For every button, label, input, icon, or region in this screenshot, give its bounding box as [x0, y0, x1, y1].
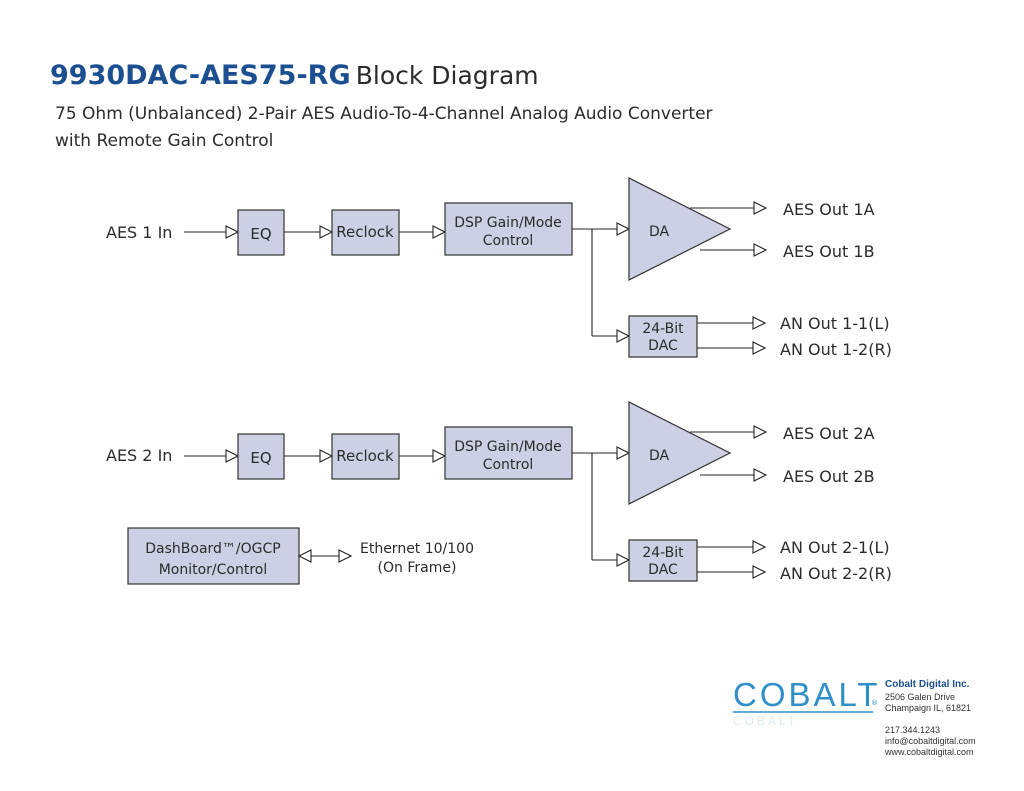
bidirectional-arrow-left	[297, 549, 312, 563]
da-amplifier-1	[628, 177, 732, 281]
da-label-2: DA	[649, 448, 670, 464]
company-email[interactable]: info@cobaltdigital.com	[885, 736, 976, 746]
reclock-block-2	[331, 433, 400, 480]
aes-out-2a-label: AES Out 2A	[783, 424, 875, 443]
dac-label-1-line2: DAC	[648, 338, 678, 354]
dac-label-1-line1: 24-Bit	[642, 321, 684, 337]
dsp-block-2	[444, 426, 573, 480]
company-website[interactable]: www.cobaltdigital.com	[885, 747, 974, 757]
an-out-1-right-label: AN Out 1-2(R)	[780, 340, 892, 359]
subtitle-line1: 75 Ohm (Unbalanced) 2-Pair AES Audio-To-…	[55, 104, 713, 124]
company-address1: 2506 Galen Drive	[885, 692, 956, 702]
chain-2: AES 2 In EQ Reclock DSP Gain/Mode Contro…	[106, 401, 892, 583]
dashboard-ogcp-block	[127, 527, 300, 585]
chain-1: AES 1 In EQ Reclock DSP Gain/Mode Contro…	[106, 177, 892, 359]
page-title: 9930DAC-AES75-RG Block Diagram	[50, 60, 539, 91]
dac-label-2-line2: DAC	[648, 562, 678, 578]
reclock-block-1	[331, 209, 400, 256]
aes-out-2b-label: AES Out 2B	[783, 467, 875, 486]
eq-label-2: EQ	[250, 449, 271, 467]
an-out-2-left-label: AN Out 2-1(L)	[780, 538, 890, 557]
bidirectional-arrow-right	[338, 549, 353, 563]
dashboard-label-line2: Monitor/Control	[159, 562, 268, 578]
dsp-label-2-line2: Control	[483, 457, 534, 473]
an-out-2-right-label: AN Out 2-2(R)	[780, 564, 892, 583]
aes1-input-label: AES 1 In	[106, 223, 172, 242]
reclock-label-1: Reclock	[336, 223, 394, 241]
da-amplifier-2	[628, 401, 732, 505]
company-address2: Champaign IL, 61821	[885, 703, 972, 713]
aes2-input-label: AES 2 In	[106, 446, 172, 465]
dsp-label-1-line1: DSP Gain/Mode	[454, 215, 562, 231]
dac-block-1	[628, 315, 698, 358]
logo-text: COBALT	[733, 676, 881, 713]
aes-out-1b-label: AES Out 1B	[783, 242, 875, 261]
dsp-label-1-line2: Control	[483, 233, 534, 249]
da-label-1: DA	[649, 224, 670, 240]
reclock-label-2: Reclock	[336, 447, 394, 465]
logo-registered-mark: ®	[871, 699, 878, 707]
title-rest: Block Diagram	[355, 61, 539, 90]
an-out-1-left-label: AN Out 1-1(L)	[780, 314, 890, 333]
dsp-label-2-line1: DSP Gain/Mode	[454, 439, 562, 455]
company-phone: 217.344.1243	[885, 725, 941, 735]
dashboard-label-line1: DashBoard™/OGCP	[145, 541, 280, 557]
subtitle-line2: with Remote Gain Control	[55, 131, 274, 151]
ethernet-label-line2: (On Frame)	[378, 560, 457, 576]
title-model: 9930DAC-AES75-RG	[50, 60, 351, 91]
eq-label-1: EQ	[250, 225, 271, 243]
control-section: DashBoard™/OGCP Monitor/Control Ethernet…	[127, 527, 474, 585]
dac-block-2	[628, 539, 698, 582]
dac-label-2-line1: 24-Bit	[642, 545, 684, 561]
company-name: Cobalt Digital Inc.	[885, 679, 970, 690]
cobalt-logo: COBALT COBALT ®	[733, 676, 881, 728]
logo-reflection: COBALT	[733, 714, 798, 728]
ethernet-label-line1: Ethernet 10/100	[360, 541, 474, 557]
aes-out-1a-label: AES Out 1A	[783, 200, 875, 219]
